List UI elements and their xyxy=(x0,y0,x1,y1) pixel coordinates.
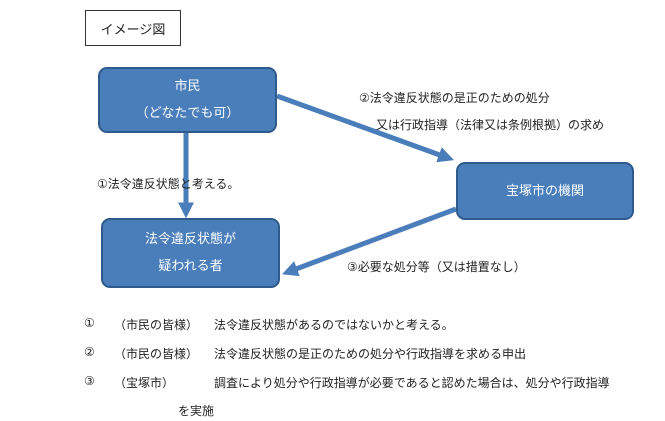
node-agency: 宝塚市の機関 xyxy=(456,162,634,220)
note-1-text: 法令違反状態があるのではないかと考える。 xyxy=(214,318,454,332)
note-1-actor: （市民の皆様） xyxy=(114,318,199,332)
note-3-continuation: を実施 xyxy=(178,404,215,418)
node-suspect: 法令違反状態が 疑われる者 xyxy=(101,218,280,288)
arrow-agency-to-suspect xyxy=(282,206,457,277)
diagram-title: イメージ図 xyxy=(85,10,181,46)
note-3: ③ （宝塚市） 調査により処分や行政指導が必要であると認めた場合は、処分や行政指… xyxy=(84,374,644,390)
edge-label-2-line1: ②法令違反状態の是正のための処分 xyxy=(359,91,550,105)
edge-label-2-line2: 又は行政指導（法律又は条例根拠）の求め xyxy=(376,118,605,132)
node-citizen-line2: （どなたでも可） xyxy=(135,106,240,121)
note-3-num: ③ xyxy=(84,374,95,388)
node-suspect-line2: 疑われる者 xyxy=(158,259,223,274)
node-suspect-line1: 法令違反状態が xyxy=(144,232,236,247)
note-2: ② （市民の皆様） 法令違反状態の是正のための処分や行政指導を求める申出 xyxy=(84,345,644,361)
arrow-citizen-to-agency xyxy=(276,93,455,163)
node-citizen: 市民 （どなたでも可） xyxy=(98,67,277,133)
note-1-num: ① xyxy=(84,316,95,330)
edge-label-3: ③必要な処分等（又は措置なし） xyxy=(347,260,526,274)
note-2-text: 法令違反状態の是正のための処分や行政指導を求める申出 xyxy=(214,347,527,361)
note-3-text: 調査により処分や行政指導が必要であると認めた場合は、処分や行政指導 xyxy=(214,376,610,390)
note-2-actor: （市民の皆様） xyxy=(114,347,199,361)
note-2-num: ② xyxy=(84,345,95,359)
node-agency-line1: 宝塚市の機関 xyxy=(505,183,584,199)
edge-label-1: ①法令違反状態と考える。 xyxy=(97,177,240,191)
node-citizen-line1: 市民 xyxy=(174,79,201,94)
note-3-actor: （宝塚市） xyxy=(114,376,175,390)
note-1: ① （市民の皆様） 法令違反状態があるのではないかと考える。 xyxy=(84,316,644,332)
